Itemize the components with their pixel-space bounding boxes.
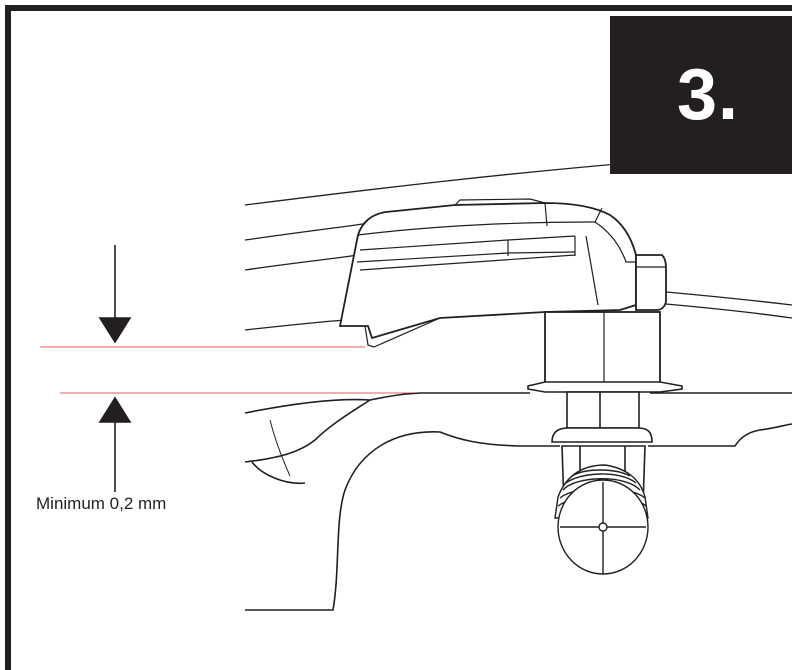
step-number: 3. bbox=[676, 55, 740, 135]
rear-edge-lines bbox=[244, 161, 792, 331]
measurement-label: Minimum 0,2 mm bbox=[36, 494, 167, 513]
mounting-post bbox=[544, 311, 661, 385]
measurement-arrows bbox=[98, 245, 132, 492]
red-guide-lines bbox=[40, 346, 420, 394]
step-badge: 3. bbox=[610, 16, 792, 174]
threaded-knob bbox=[554, 464, 649, 575]
side-knob bbox=[635, 254, 667, 311]
diagram-frame bbox=[5, 5, 792, 670]
base-housing bbox=[244, 392, 792, 611]
flange-washer bbox=[527, 381, 683, 393]
tool-fin-details bbox=[356, 198, 636, 348]
neck-segment bbox=[566, 391, 640, 429]
